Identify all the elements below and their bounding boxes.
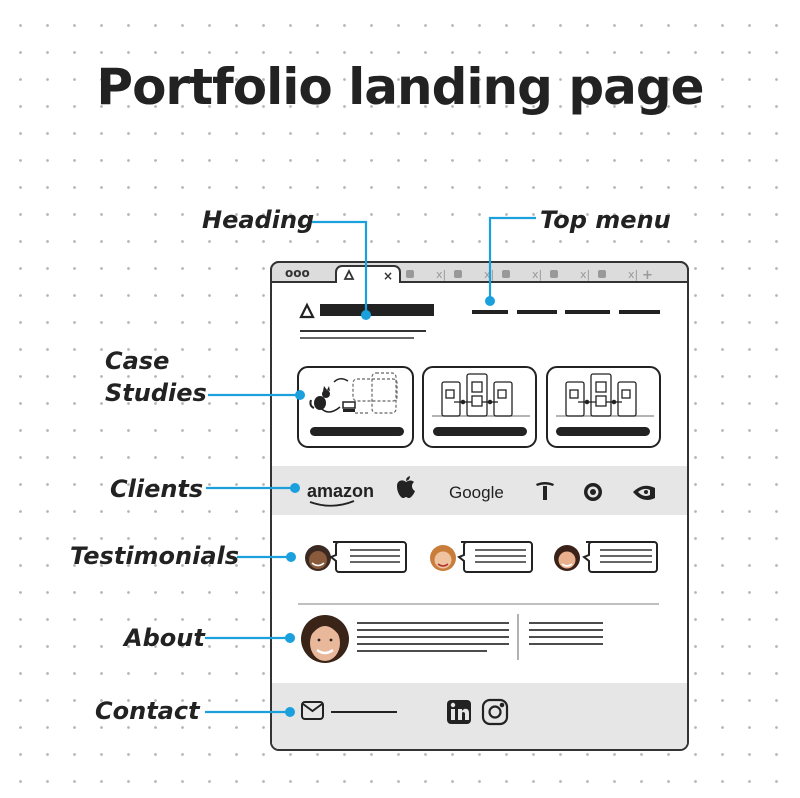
site-header bbox=[299, 302, 660, 339]
nvidia-logo-icon bbox=[633, 485, 655, 500]
page-title: Portfolio landing page bbox=[96, 58, 704, 116]
callout-heading bbox=[312, 220, 368, 314]
label-testimonials: Testimonials bbox=[70, 542, 240, 570]
label-case-studies-line2: Studies bbox=[105, 379, 207, 407]
clients-band: amazon Google bbox=[272, 466, 687, 515]
site-logo-icon bbox=[299, 302, 315, 319]
apple-logo-icon bbox=[397, 476, 415, 498]
about-avatar bbox=[301, 615, 349, 663]
tab-logo-icon bbox=[343, 268, 355, 280]
tab-close-icon: × bbox=[383, 269, 393, 283]
svg-text:+: + bbox=[642, 268, 653, 283]
label-case-studies-line1: Case bbox=[105, 347, 170, 375]
instagram-icon bbox=[481, 698, 509, 726]
tesla-logo-icon bbox=[536, 482, 554, 500]
callout-dots bbox=[285, 296, 495, 717]
case-study-card-1 bbox=[297, 366, 414, 448]
testimonial-1 bbox=[305, 541, 407, 573]
callout-top-menu bbox=[488, 216, 536, 300]
target-logo-icon bbox=[584, 483, 602, 501]
about-section bbox=[301, 614, 603, 663]
testimonial-2 bbox=[430, 541, 533, 573]
callout-lines bbox=[205, 216, 536, 714]
svg-text:x|: x| bbox=[628, 268, 638, 281]
label-heading: Heading bbox=[202, 206, 315, 234]
svg-text:x|: x| bbox=[580, 268, 590, 281]
case-study-card-2 bbox=[422, 366, 537, 448]
heading-bar bbox=[320, 304, 434, 316]
flow-diagram-icon bbox=[432, 373, 530, 417]
amazon-logo: amazon bbox=[307, 481, 374, 501]
label-contact: Contact bbox=[95, 697, 200, 725]
cat-icon bbox=[309, 386, 330, 410]
flow-diagram-icon bbox=[556, 373, 654, 417]
mail-icon bbox=[301, 701, 324, 720]
google-logo: Google bbox=[449, 483, 504, 502]
testimonials bbox=[305, 541, 658, 573]
label-about: About bbox=[124, 624, 205, 652]
svg-text:x|: x| bbox=[532, 268, 542, 281]
testimonial-3 bbox=[554, 541, 658, 573]
label-clients: Clients bbox=[110, 475, 204, 503]
label-top-menu: Top menu bbox=[540, 206, 671, 234]
linkedin-icon bbox=[447, 700, 471, 724]
contact-band bbox=[272, 683, 687, 749]
svg-text:x|: x| bbox=[436, 268, 446, 281]
case-studies bbox=[297, 366, 661, 448]
case-study-card-3 bbox=[546, 366, 661, 448]
window-controls-icon: ooo bbox=[285, 266, 310, 280]
